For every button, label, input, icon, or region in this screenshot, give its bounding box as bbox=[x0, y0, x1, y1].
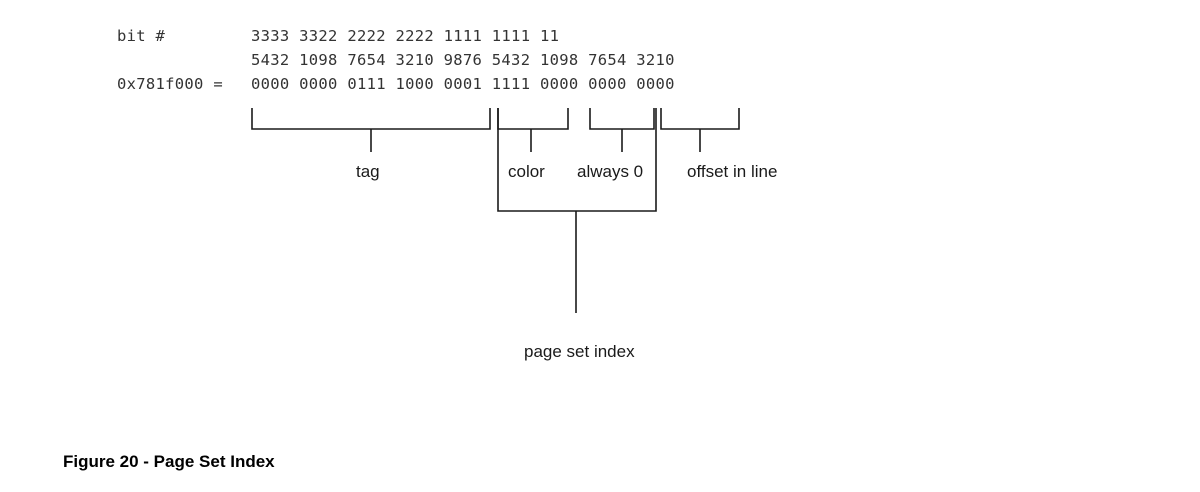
offset-bracket bbox=[660, 108, 740, 130]
figure-caption: Figure 20 - Page Set Index bbox=[63, 452, 275, 471]
color-label: color bbox=[508, 162, 545, 181]
bit-tens-row: 3333 3322 2222 2222 1111 1111 11 bbox=[251, 27, 560, 45]
color-bracket bbox=[497, 108, 569, 130]
tag-label: tag bbox=[356, 162, 380, 181]
always-zero-bracket bbox=[589, 108, 655, 130]
address-label: 0x781f000 = bbox=[117, 75, 223, 93]
address-bits: 0000 0000 0111 1000 0001 1111 0000 0000 … bbox=[251, 75, 675, 93]
offset-label: offset in line bbox=[687, 162, 778, 181]
page-set-index-label: page set index bbox=[524, 342, 635, 361]
tag-bracket bbox=[251, 108, 491, 130]
bit-ones-row: 5432 1098 7654 3210 9876 5432 1098 7654 … bbox=[251, 51, 675, 69]
always-zero-label: always 0 bbox=[577, 162, 644, 181]
bit-row-label: bit # bbox=[117, 27, 166, 45]
page-set-index-bracket bbox=[497, 108, 657, 212]
